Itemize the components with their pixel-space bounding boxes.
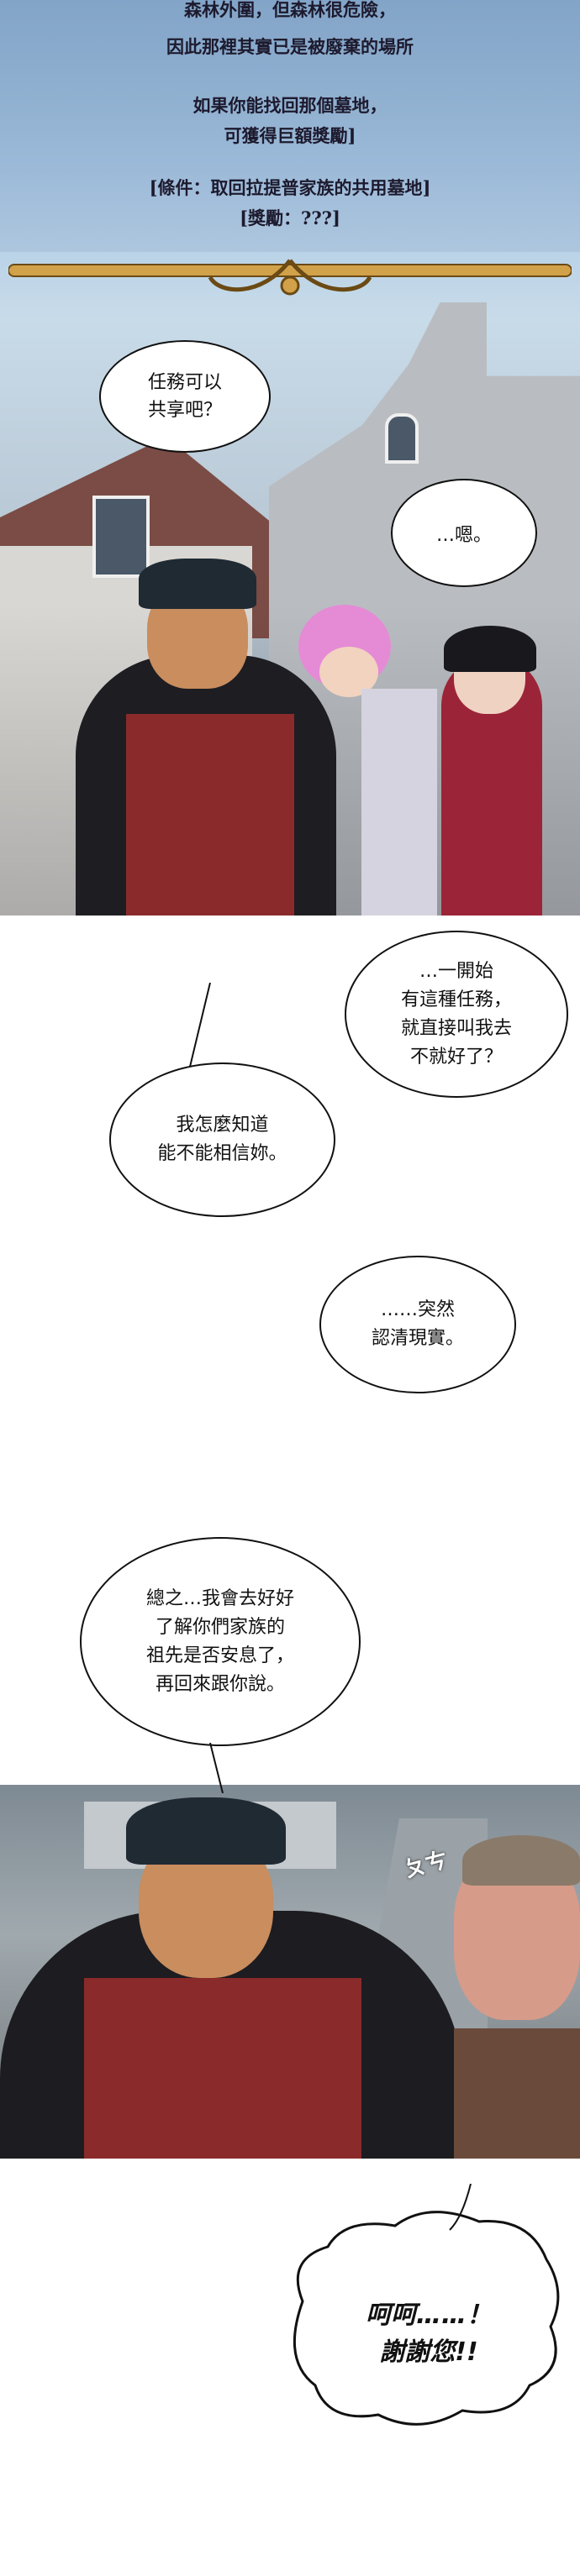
speech-text: 我怎麼知道 能不能相信妳。 [157, 1115, 287, 1164]
character-cloak-hair [444, 626, 536, 672]
speech-text: 總之…我會去好好 了解你們家族的 祖先是否安息了， 再回來跟你說。 [145, 1587, 294, 1695]
character-old-man-body [454, 2028, 580, 2159]
speech-bubble: …嗯。 [391, 479, 537, 587]
character-main-coat [84, 1978, 361, 2159]
quest-line: 可獲得巨額獎勵] [224, 125, 356, 146]
speech-text: ……突然 認清現實。 [371, 1299, 464, 1349]
quest-line: 因此那裡其實已是被廢棄的場所 [166, 36, 414, 57]
shout-bubble [293, 2184, 560, 2426]
window-arched [385, 413, 419, 464]
quest-condition: [條件：取回拉提普家族的共用墓地] [149, 177, 431, 198]
character-main-coat [126, 714, 294, 916]
character-main-hair [126, 1797, 286, 1865]
character-main-hair [139, 559, 256, 609]
quest-line: 森林外圍，但森林很危險， [184, 0, 396, 20]
speech-bubble: …一開始 有這種任務， 就直接叫我去 不就好了？ [345, 931, 568, 1098]
quest-line: 如果你能找回那個墓地， [192, 95, 388, 116]
bubble-tail [209, 1743, 224, 1793]
character-pink-body [361, 689, 437, 916]
panel-quest: 森林外圍，但森林很危險， 因此那裡其實已是被廢棄的場所 如果你能找回那個墓地， … [0, 0, 580, 916]
quest-reward: [獎勵：???] [240, 207, 340, 228]
speech-text: 任務可以 共享吧？ [147, 372, 222, 421]
panel-handshake: ㄆㄘ [0, 1785, 580, 2159]
quest-window [0, 0, 580, 252]
speech-text: …一開始 有這種任務， 就直接叫我去 不就好了？ [400, 960, 512, 1068]
speech-bubble: 我怎麼知道 能不能相信妳。 [109, 1062, 335, 1217]
speech-bubble: ……突然 認清現實。 [319, 1256, 516, 1393]
character-old-man-hair [462, 1835, 580, 1886]
gold-frame-ornament [8, 259, 572, 296]
speech-bubble: 總之…我會去好好 了解你們家族的 祖先是否安息了， 再回來跟你說。 [80, 1537, 361, 1746]
speech-text: …嗯。 [435, 524, 492, 546]
window [92, 496, 150, 578]
shout-text: 呵呵……！ 謝謝您!! [366, 2301, 492, 2367]
speech-bubble: 任務可以 共享吧？ [99, 340, 271, 453]
